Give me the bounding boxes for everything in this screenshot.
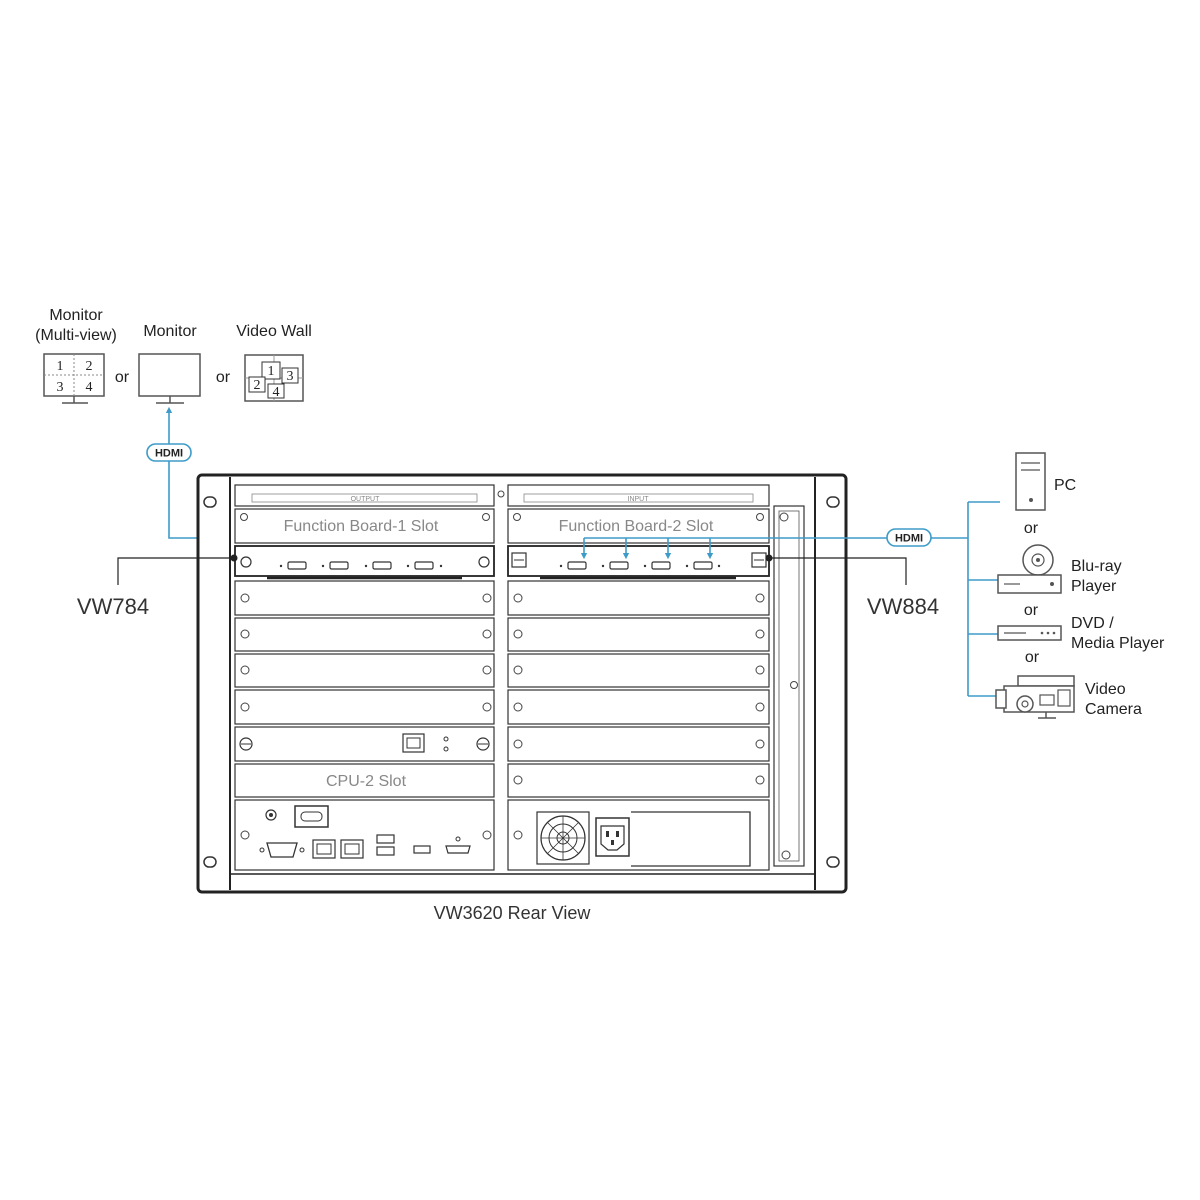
hdmi-badge-label: HDMI [155, 448, 183, 460]
or-text: or [1024, 602, 1039, 619]
right-blank-slots [507, 580, 770, 798]
bluray-label-2: Player [1071, 578, 1117, 595]
cpu-2-label: CPU-2 Slot [326, 773, 407, 790]
wall-2: 2 [254, 378, 261, 393]
bluray-icon [997, 544, 1062, 594]
bluray-label-1: Blu-ray [1071, 558, 1122, 575]
hdmi-badge-label: HDMI [895, 533, 923, 545]
or-text: or [216, 369, 231, 386]
vw884-label: VW884 [867, 594, 939, 619]
input-devices: PC or Blu-ray Player or DVD / Media Play… [995, 452, 1165, 719]
vw3620-chassis: OUTPUT INPUT Function Board-1 Slot Funct… [196, 473, 848, 923]
vw784-label: VW784 [77, 594, 149, 619]
quad-4: 4 [86, 380, 93, 395]
video-wall-icon: 1 3 2 4 [244, 354, 304, 402]
dvd-label-1: DVD / [1071, 615, 1114, 632]
or-text: or [115, 369, 130, 386]
vw784-board [234, 545, 495, 580]
monitor-label: Monitor [143, 323, 197, 340]
wall-1: 1 [268, 364, 275, 379]
or-text: or [1024, 520, 1039, 537]
power-supply [507, 799, 770, 871]
hdmi-badge [146, 443, 192, 462]
multiview-monitor-label-1: Monitor [49, 307, 103, 324]
pc-label: PC [1054, 477, 1076, 494]
function-board-2-label: Function Board-2 Slot [559, 518, 714, 535]
dvd-label-2: Media Player [1071, 635, 1165, 652]
vw884-callout: VW884 [765, 554, 939, 619]
wall-4: 4 [273, 385, 280, 400]
left-blank-slots [234, 580, 495, 725]
function-board-1-slot [234, 508, 495, 544]
input-rail-label: INPUT [628, 496, 650, 503]
video-camera-icon [995, 675, 1075, 719]
multiview-monitor-icon: 1 2 3 4 [43, 353, 105, 404]
quad-2: 2 [86, 359, 93, 374]
dvd-player-icon [997, 625, 1062, 641]
chassis-caption: VW3620 Rear View [434, 903, 592, 923]
function-board-1-label: Function Board-1 Slot [284, 518, 439, 535]
lan-board [234, 726, 495, 762]
quad-1: 1 [57, 359, 64, 374]
quad-3: 3 [57, 380, 64, 395]
output-rail-label: OUTPUT [351, 496, 381, 503]
wall-3: 3 [287, 369, 294, 384]
monitor-icon [138, 353, 201, 404]
vw784-callout: VW784 [77, 554, 238, 619]
pc-icon [1015, 452, 1046, 511]
input-hdmi-cable: HDMI [580, 501, 1000, 697]
vw884-board [507, 545, 770, 580]
side-panel [773, 505, 805, 867]
hdmi-badge [886, 528, 932, 547]
or-text: or [1025, 649, 1040, 666]
multiview-monitor-label-2: (Multi-view) [35, 327, 117, 344]
camera-label-2: Camera [1085, 701, 1142, 718]
camera-label-1: Video [1085, 681, 1126, 698]
output-devices: Monitor (Multi-view) 1 2 3 4 or Monitor … [35, 307, 312, 404]
cpu-2-slot [234, 763, 495, 798]
cpu-board [234, 799, 495, 871]
video-wall-label: Video Wall [236, 323, 312, 340]
